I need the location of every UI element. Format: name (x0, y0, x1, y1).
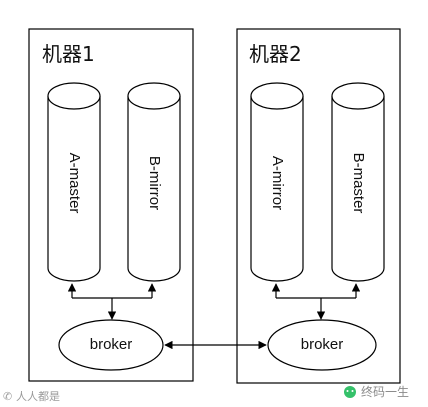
machine-1-box (28, 28, 194, 382)
queue-label: A-master (66, 153, 83, 214)
queue-a-mirror: A-mirror (250, 82, 304, 282)
broker-1: broker (58, 319, 164, 371)
queue-b-master: B-master (331, 82, 385, 282)
watermark-right: 终码一生 (344, 384, 409, 399)
queue-label: B-master (350, 153, 367, 214)
queue-b-mirror: B-mirror (127, 82, 181, 282)
machine-1: 机器1 A-master B-mirror broker (28, 28, 194, 382)
broker-2: broker (267, 319, 377, 371)
machine-2-title: 机器2 (249, 42, 302, 66)
machine-2-box (236, 28, 401, 384)
machine-2: 机器2 A-mirror B-master broker (236, 28, 401, 384)
watermark-right-text: 终码一生 (361, 384, 409, 399)
broker-label: broker (301, 336, 344, 353)
watermark-left-text: 人人都是 (16, 390, 60, 403)
queue-label: A-mirror (269, 156, 286, 210)
broker-label: broker (90, 336, 133, 353)
queue-label: B-mirror (146, 156, 163, 210)
queue-a-master: A-master (47, 82, 101, 282)
machine-1-connectors (67, 283, 157, 320)
machine-1-title: 机器1 (42, 42, 95, 66)
machine-2-connectors (271, 283, 361, 320)
watermark-left-icon: ✆ (3, 390, 12, 403)
wechat-icon (344, 386, 356, 398)
watermark-left: ✆ 人人都是 (3, 390, 60, 403)
